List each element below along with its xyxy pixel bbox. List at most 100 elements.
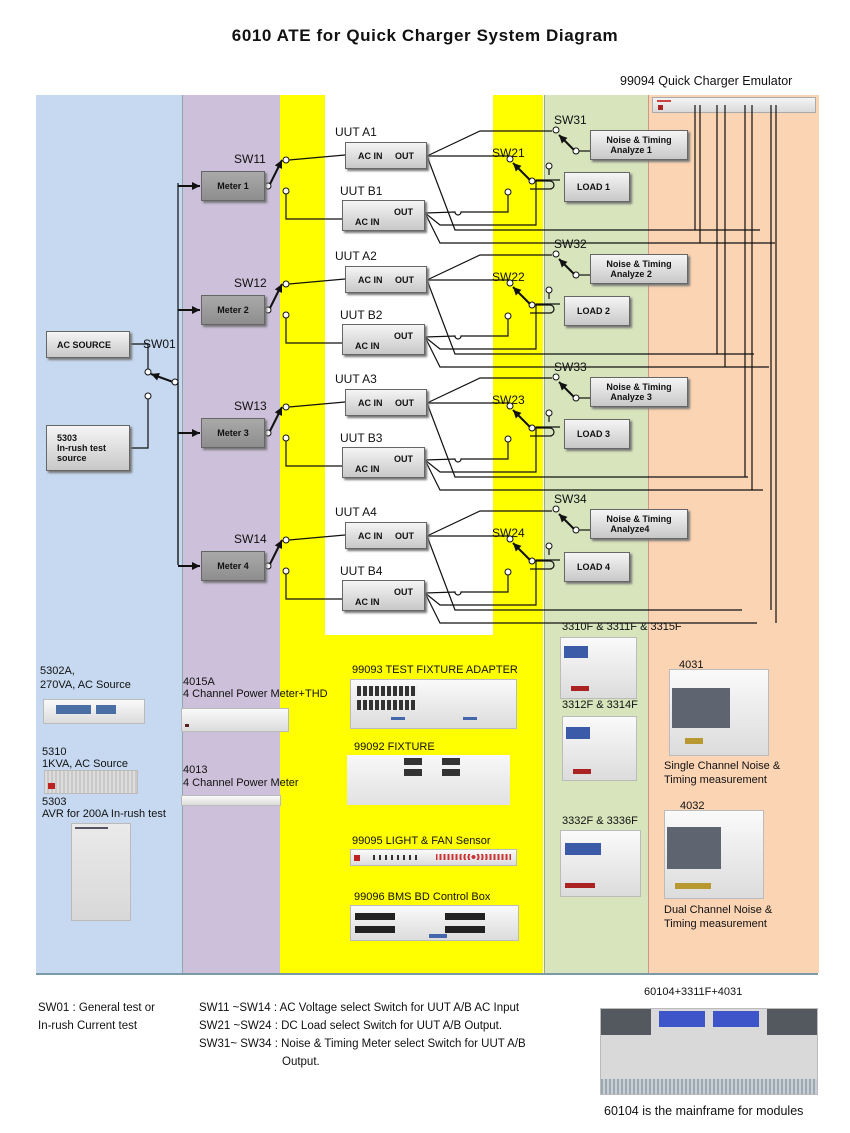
product-4031-label: 4031 <box>679 659 704 671</box>
uut-b-label: UUT B2 <box>340 308 383 322</box>
out-port: OUT <box>394 207 413 217</box>
out-port: OUT <box>395 397 414 408</box>
product-3332f-image <box>560 830 641 897</box>
legend-sw31: SW31~ SW34 : Noise & Timing Meter select… <box>199 1038 526 1050</box>
uut-a-label: UUT A4 <box>335 505 377 519</box>
bus-to-meter-arrow-head <box>192 429 200 437</box>
uut-b-to-emulator <box>424 336 769 368</box>
uut-a-label: UUT A1 <box>335 125 377 139</box>
sw-noise-contact <box>552 373 560 381</box>
quick-charger-emulator-device <box>652 97 816 113</box>
mainframe-image <box>600 1008 818 1095</box>
sw-ac-contact-a <box>282 403 290 411</box>
product-3310f-image <box>560 637 637 699</box>
sw-ac-lever-head <box>274 407 282 416</box>
meter-label: Meter 2 <box>217 305 249 315</box>
ac-source-wire <box>130 343 149 369</box>
legend-switches: SW11 ~SW14 : AC Voltage select Switch fo… <box>199 999 526 1071</box>
power-switch-icon <box>658 105 663 110</box>
load-box: LOAD 2 <box>564 296 630 326</box>
bus-to-meter-arrow-head <box>192 562 200 570</box>
emulator-label: 99094 Quick Charger Emulator <box>620 74 793 88</box>
sw-noise-lever-head <box>559 382 568 391</box>
sw01-contact-a <box>144 368 152 376</box>
product-4015a-desc: 4 Channel Power Meter+THD <box>183 688 328 700</box>
product-4013-desc: 4 Channel Power Meter <box>183 777 299 789</box>
sw-load-label: SW23 <box>492 393 525 407</box>
sw01-contact-b <box>144 392 152 400</box>
uut-b-ac-wire <box>285 574 342 600</box>
sw-ac-contact-b <box>282 567 290 575</box>
product-4031-image <box>669 669 769 756</box>
meter-box: Meter 1 <box>201 171 265 201</box>
noise-label-cont: Analyze 1 <box>610 145 652 155</box>
sw-load-lever-head <box>513 163 522 172</box>
uut-a-to-sw-noise <box>426 254 552 281</box>
product-4031-desc-cont: Timing measurement <box>664 774 767 786</box>
product-5302a-desc: 270VA, AC Source <box>40 679 131 691</box>
product-5303-desc: AVR for 200A In-rush test <box>42 808 166 820</box>
uut-b-box: AC IN OUT <box>342 200 425 231</box>
sw-noise-lever-head <box>559 514 568 523</box>
sw-noise-lever-head <box>559 135 568 144</box>
product-3332f-label: 3332F & 3336F <box>562 815 638 827</box>
load-label: LOAD 3 <box>577 429 611 439</box>
uut-b-to-load <box>424 426 560 473</box>
load-box: LOAD 4 <box>564 552 630 582</box>
out-port: OUT <box>394 587 413 597</box>
load-contact <box>545 286 553 294</box>
sw-ac-common <box>264 182 272 190</box>
product-4032-label: 4032 <box>680 800 705 812</box>
sw-ac-contact-b <box>282 311 290 319</box>
uut-b-ac-wire <box>285 318 342 344</box>
inrush-source-label-cont: source <box>57 453 87 463</box>
uut-a-label: UUT A2 <box>335 249 377 263</box>
product-4015a-image <box>181 708 289 732</box>
sw-ac-contact-a <box>282 536 290 544</box>
sw-noise-lever-head <box>559 259 568 268</box>
inrush-source-wire <box>130 398 149 449</box>
sw-noise-label: SW33 <box>554 360 587 374</box>
load-label: LOAD 2 <box>577 306 611 316</box>
sw-noise-label: SW32 <box>554 237 587 251</box>
uut-b-to-sw-load <box>424 319 509 340</box>
noise-label: Noise & Timing <box>606 259 672 269</box>
ac-in-port: AC IN <box>355 217 380 227</box>
uut-a-label: UUT A3 <box>335 372 377 386</box>
product-3312f-image <box>562 716 637 781</box>
sw-load-contact-b <box>504 568 512 576</box>
sw-load-to-load <box>530 180 555 190</box>
sw-load-label: SW22 <box>492 270 525 284</box>
noise-label: Noise & Timing <box>606 514 672 524</box>
noise-label: Noise & Timing <box>606 382 672 392</box>
product-99095-image <box>350 849 517 866</box>
product-5310-model: 5310 <box>42 746 67 758</box>
uut-b-to-sw-load <box>424 195 509 216</box>
uut-a-to-sw-noise <box>426 510 552 537</box>
sw-load-contact-b <box>504 312 512 320</box>
bus-to-meter-arrow-head <box>192 306 200 314</box>
uut-b-ac-wire <box>285 194 342 220</box>
uut-a-to-sw-noise <box>426 130 552 157</box>
product-3310f-label: 3310F & 3311F & 3315F <box>562 621 682 633</box>
sw-load-contact-a <box>506 155 514 163</box>
uut-a-ac-wire <box>288 154 346 161</box>
product-99092-label: 99092 FIXTURE <box>354 741 435 753</box>
legend-sw01: SW01 : General test or In-rush Current t… <box>38 999 155 1035</box>
meter-label: Meter 4 <box>217 561 249 571</box>
sw-ac-contact-a <box>282 280 290 288</box>
sw-load-to-load <box>530 560 555 570</box>
ac-in-port: AC IN <box>355 341 380 351</box>
load-contact <box>545 409 553 417</box>
sw-load-contact-a <box>506 279 514 287</box>
inrush-source-model: 5303 <box>57 433 78 443</box>
inrush-source-label: In-rush test <box>57 443 107 453</box>
meter-box: Meter 2 <box>201 295 265 325</box>
ac-in-port: AC IN <box>358 274 383 285</box>
uut-a-to-emulator <box>426 535 742 611</box>
uut-b-to-sw-load <box>424 575 509 596</box>
